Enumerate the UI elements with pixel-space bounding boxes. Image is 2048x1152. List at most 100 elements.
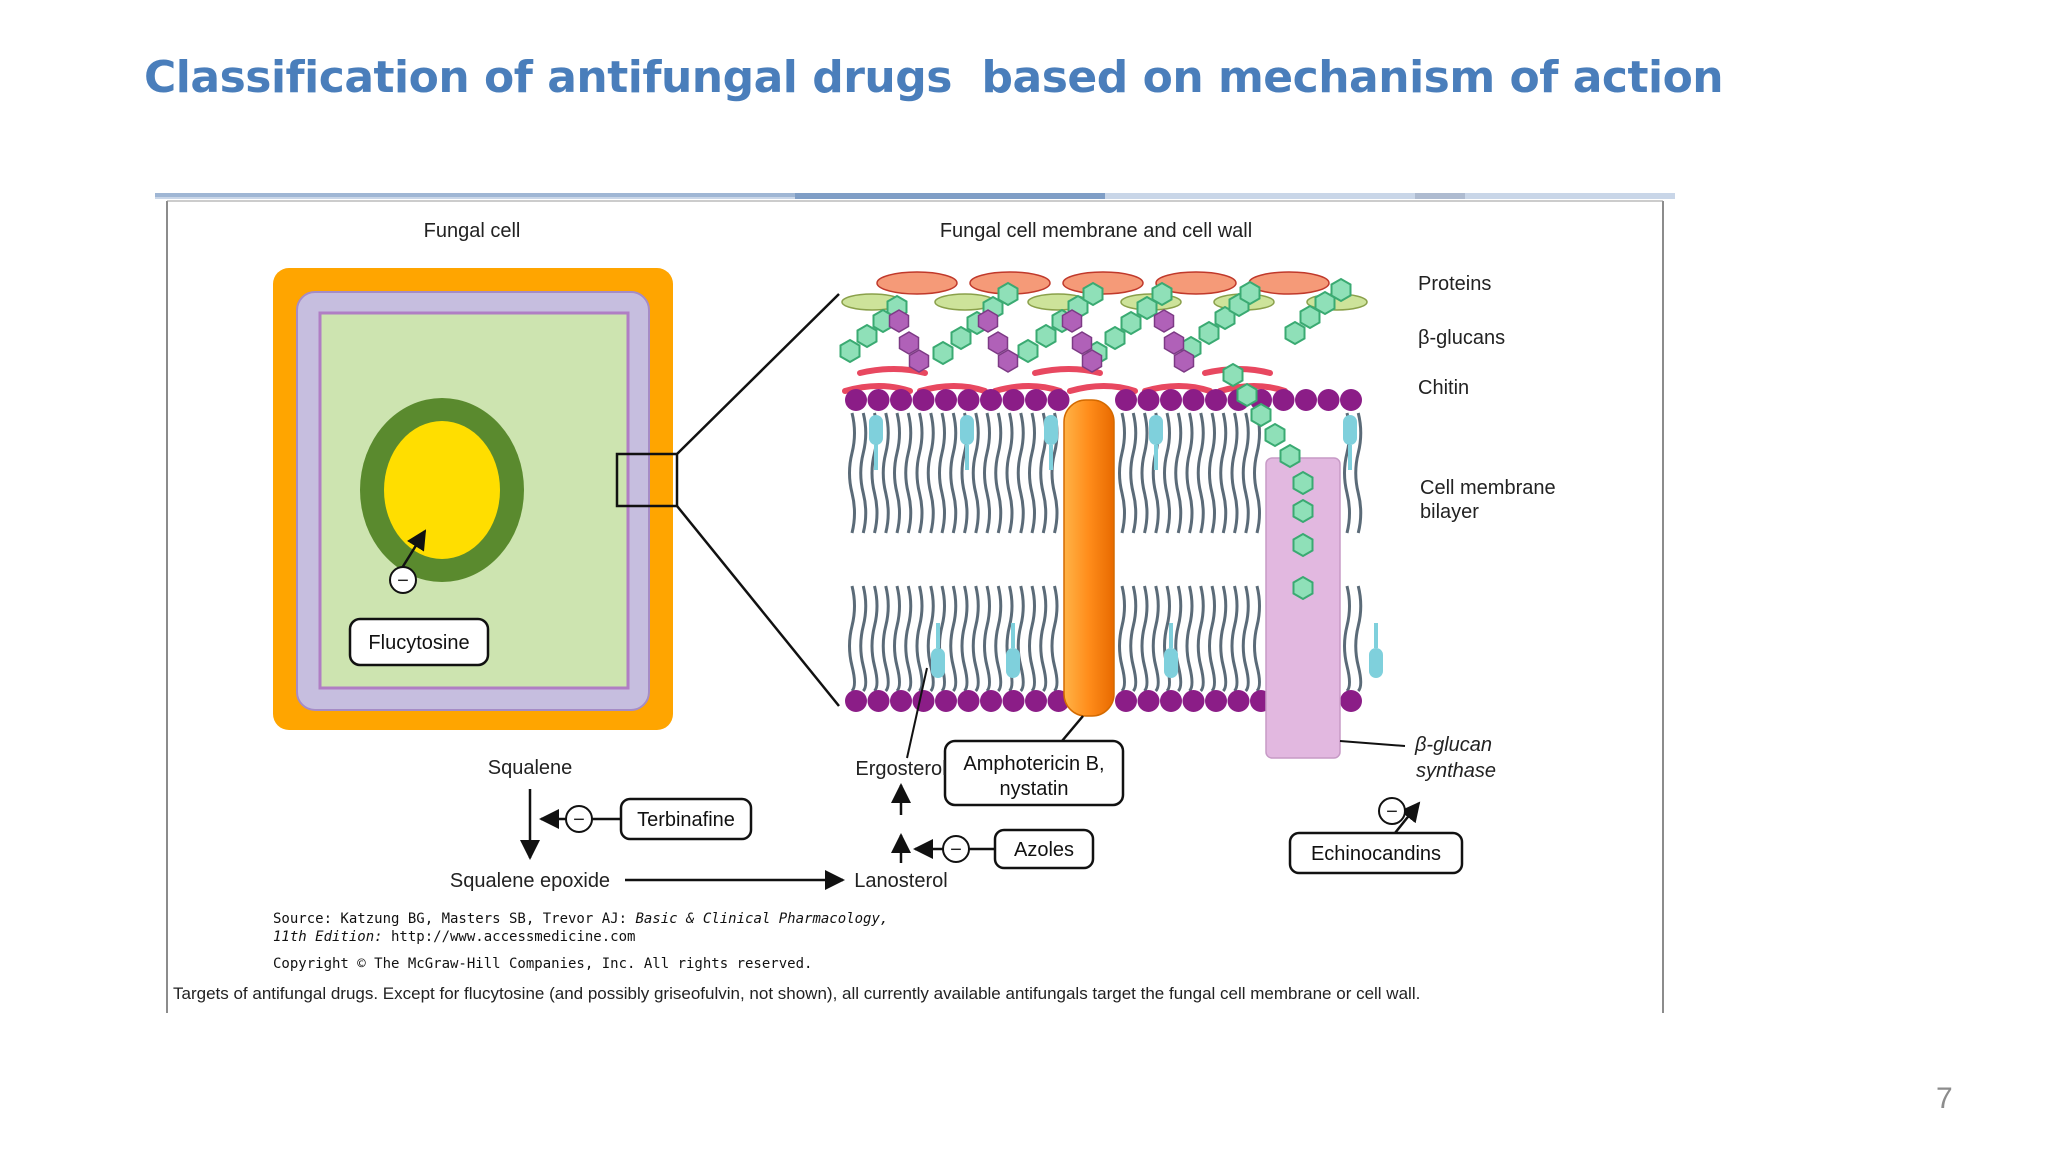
chitin-label: Chitin [1418,377,1469,399]
lipid-tail [1354,412,1363,534]
lipid-head [1047,389,1070,411]
glucan-hexagon [1284,320,1306,346]
lipid-head [980,690,1002,712]
lipid-tail [1219,585,1228,693]
lipid-tail [926,412,935,534]
lipid-tail [1129,585,1138,693]
figure-frame [166,200,1664,1013]
nystatin-label: nystatin [1000,778,1069,800]
lipid-head [1137,389,1160,411]
lipid-tail [1253,412,1261,534]
lipid-tail [1016,585,1025,693]
lipid-tail [1354,585,1363,693]
chitin-hexagon [1061,309,1083,333]
chitin-hexagon [908,349,930,373]
zoom-box [615,452,679,508]
amphotericin-label: Amphotericin B, [963,753,1104,775]
lipid-head [1272,389,1295,411]
chitin-hexagon [1153,309,1175,333]
lipid-tail [983,412,991,534]
synthase-glucan-hexagon [1292,532,1314,558]
lipid-tail [949,412,958,534]
lipid-tail [1208,412,1216,534]
lipid-head [1182,690,1205,712]
lipid-tail [960,585,969,693]
ergosterol [1149,415,1163,445]
ergosterol-label: Ergosterol [855,758,946,780]
amphotericin-box [943,739,1125,807]
lipid-head [912,389,935,411]
zoom-line-bottom [676,505,840,707]
chitin-hexagon [1071,331,1093,355]
lipid-head [1317,389,1340,411]
lipid-tail [1185,412,1194,534]
squalene-label: Squalene [488,757,573,779]
echinocandins-inhibit-icon [1378,797,1406,825]
lipid-tail [1219,412,1228,534]
lipid-tail [1005,585,1014,693]
fungal-cell [273,268,679,730]
lipid-head [1340,690,1362,712]
lipid-tail [1174,585,1183,693]
chitin-hexagon [1173,349,1195,373]
lipid-head [1025,389,1047,411]
lipid-tail [881,412,890,534]
source-line-2: 11th Edition: http://www.accessmedicine.… [273,929,635,945]
beta-glucan-synthase [1265,457,1341,759]
glucan-hexagon [856,323,878,349]
lipid-head [1115,690,1137,712]
synthase-glucan-hexagon [1250,402,1272,428]
lipid-head [1025,690,1047,712]
synthase-glucan-hexagon [1292,575,1314,601]
lipid-tail [1163,585,1171,693]
lipid-tail [881,585,890,693]
lipid-head [1002,690,1025,712]
lanosterol-label: Lanosterol [854,870,947,892]
amphotericin-channel [1063,399,1115,717]
synthase-glucan-hexagon [1292,498,1314,524]
lipid-tail [1028,585,1036,693]
chitin-hexagon [987,331,1009,355]
glucan-hexagon [1104,325,1126,351]
lipid-tail [1151,585,1160,693]
ergosterol [1006,648,1020,678]
lipid-tail [926,585,935,693]
glucan-hexagon [1120,310,1142,336]
lipid-head [1340,389,1362,411]
flucytosine-label: Flucytosine [368,632,469,654]
synthase-label: synthase [1416,760,1496,782]
lipid-tails [848,412,1363,693]
glucan-hexagon [997,281,1019,307]
ergosterol [1343,415,1357,445]
ergosterol [1369,648,1383,678]
lipid-tail [893,412,901,534]
echinocandins-box [1288,831,1464,875]
source-line-1: Source: Katzung BG, Masters SB, Trevor A… [273,911,888,927]
cell-membrane-label: Cell membrane [1420,477,1556,499]
lipid-head [957,690,980,712]
chitin-hexagon [997,349,1019,373]
lipid-head [1295,389,1317,411]
lipid-tail [983,585,991,693]
echinocandins-label: Echinocandins [1311,843,1441,865]
lipid-head [867,389,890,411]
membrane-wall-heading: Fungal cell membrane and cell wall [940,220,1252,242]
fungal-cell-heading: Fungal cell [424,220,521,242]
lipid-tail [1016,412,1025,534]
lipid-tail [1185,585,1194,693]
azoles-box [993,828,1095,870]
lipid-head [980,389,1002,411]
terbinafine-label: Terbinafine [637,809,735,831]
page-number: 7 [1936,1082,1953,1115]
chitin-hexagon [977,309,999,333]
lipid-tail [1343,585,1351,693]
ergosterol [1044,415,1058,445]
lipid-tail [859,585,868,693]
lipid-tail [1005,412,1014,534]
lipid-tail [1140,412,1149,534]
glucan-hexagon [1151,281,1173,307]
lipid-head [1205,389,1227,411]
cell-wall-detail [839,271,1368,394]
lipid-tail [949,585,958,693]
lipid-tail [994,585,1003,693]
